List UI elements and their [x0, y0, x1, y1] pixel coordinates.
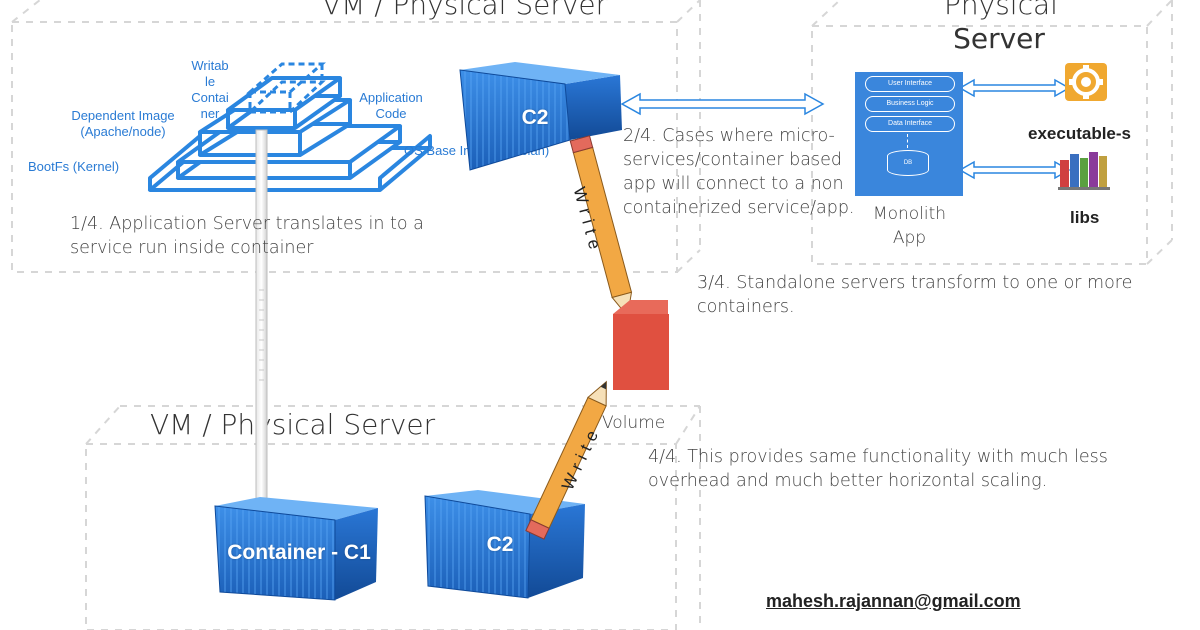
monolith-block: User Interface Business Logic Data Inter… — [855, 72, 963, 196]
monolith-db-icon: DB — [887, 150, 929, 176]
bottom-server-box — [85, 443, 677, 630]
monolith-label: Monolith App — [872, 204, 947, 248]
executables-label: executable-s — [1028, 124, 1131, 143]
application-code-label: Application Code — [359, 90, 423, 121]
monolith-logic-layer: Business Logic — [865, 96, 955, 112]
note-2: 2/4. Cases where micro-services/containe… — [623, 126, 855, 218]
physical-server-title-line1: Physical — [944, 0, 1058, 21]
writable-container-label: Writab le Contai ner — [191, 58, 229, 121]
bootfs-label: BootFs (Kernel) — [28, 159, 120, 174]
container-c2-top-label: C2 — [521, 106, 549, 129]
note-1: 1/4. Application Server translates in to… — [70, 214, 424, 258]
author-email-link[interactable]: mahesh.rajannan@gmail.com — [766, 591, 1021, 611]
top-server-title: VM / Physical Server — [322, 0, 608, 21]
container-c1-bottom — [214, 497, 378, 601]
writable-layer — [246, 80, 326, 114]
physical-server-box — [811, 25, 1148, 265]
note-4: 4/4. This provides same functionality wi… — [648, 447, 1108, 491]
pencil-bottom — [525, 380, 607, 540]
bottom-server-title: VM / Physical Server — [150, 408, 436, 441]
volume-label: Volume — [602, 413, 666, 433]
top-server-box — [11, 21, 678, 273]
libs-label: libs — [1070, 208, 1100, 227]
note-3: 3/4. Standalone servers transform to one… — [697, 273, 1133, 317]
container-c2-bottom-label: C2 — [486, 533, 514, 556]
volume-block — [613, 300, 669, 390]
monolith-data-layer: Data Interface — [865, 116, 955, 132]
arrow-c2-monolith — [620, 92, 825, 116]
container-c1-label: Container - C1 — [227, 541, 371, 564]
dependent-image-label: Dependent Image (Apache/node) — [71, 108, 175, 139]
monolith-ui-layer: User Interface — [865, 76, 955, 92]
container-c2-top — [459, 62, 622, 171]
physical-server-title-line2: Server — [953, 22, 1045, 55]
